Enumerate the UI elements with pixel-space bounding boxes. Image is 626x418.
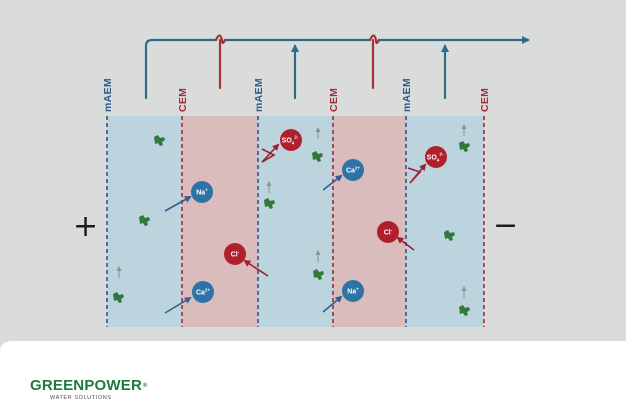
molecule-icon [139, 215, 150, 226]
header-bridge-2 [368, 34, 381, 45]
ion-label: Ca2+ [346, 166, 360, 175]
ion-label: Cl- [231, 250, 240, 259]
header-bridge-1 [214, 34, 227, 45]
ion-cl-1: Cl- [224, 243, 246, 265]
ion-circle [191, 181, 213, 203]
ion-circle [224, 243, 246, 265]
ion-na-1: Na+ [191, 181, 213, 203]
molecule-icon [154, 135, 165, 146]
ion-ca-2: Ca2+ [342, 159, 364, 181]
dilute-channel-3 [406, 116, 484, 327]
arrow-ca-2 [322, 174, 343, 191]
membrane-label-1: mAEM [102, 78, 114, 112]
molecule-icon [444, 230, 455, 241]
molecule-icon [312, 151, 323, 162]
membrane-label-6: CEM [479, 88, 491, 112]
ion-circle [425, 146, 447, 168]
molecule-icon [113, 292, 124, 303]
ion-so4-1: SO42- [280, 129, 302, 151]
organic-molecules [113, 135, 470, 316]
registered-mark: ® [143, 383, 148, 389]
water-flow-arrows [116, 124, 467, 298]
ion-circle [342, 280, 364, 302]
arrow-na-2 [322, 295, 343, 313]
product-header-pipe [144, 40, 528, 100]
channels [107, 116, 484, 327]
ion-circle [280, 129, 302, 151]
flow-pipes [144, 34, 528, 100]
ion-ca-1: Ca2+ [192, 281, 214, 303]
ions: Na+ Ca2+ Cl- SO42- Ca2+ Na+ [191, 129, 447, 303]
molecule-icon [459, 305, 470, 316]
membrane-labels: mAEM CEM mAEM CEM mAEM CEM [102, 78, 491, 112]
arrow-ca-1 [164, 296, 192, 314]
membranes [106, 116, 485, 327]
ion-label: Na+ [347, 287, 359, 296]
ion-cl-2: Cl- [377, 221, 399, 243]
molecule-icon [264, 198, 275, 209]
ion-arrows [164, 143, 427, 314]
membrane-label-5: mAEM [401, 78, 413, 112]
dilute-channel-2 [258, 116, 333, 327]
arrow-so4-1 [261, 148, 276, 163]
anode-sign: + [73, 209, 98, 244]
ion-circle [192, 281, 214, 303]
ion-na-2: Na+ [342, 280, 364, 302]
ion-circle [377, 221, 399, 243]
molecule-icon [313, 269, 324, 280]
ion-label: SO42- [282, 135, 299, 146]
electrodes: + − [73, 208, 518, 244]
arrow-na-1 [164, 196, 192, 212]
footer-curve [0, 341, 626, 359]
logo-tagline: WATER SOLUTIONS [50, 395, 112, 401]
ion-circle [342, 159, 364, 181]
arrow-so4-1b [261, 143, 280, 163]
arrow-cl-2 [396, 236, 415, 251]
company-logo[interactable]: GREENPOWER® WATER SOLUTIONS [30, 377, 148, 402]
membrane-label-3: mAEM [253, 78, 265, 112]
arrow-so4-2b [409, 163, 427, 184]
ion-so4-2: SO42- [425, 146, 447, 168]
logo-brand: GREENPOWER® [30, 377, 148, 394]
cathode-sign: − [493, 208, 518, 243]
ion-label: Na+ [196, 188, 208, 197]
membrane-label-2: CEM [177, 88, 189, 112]
ion-label: Ca2+ [196, 288, 210, 297]
footer-band: GREENPOWER® WATER SOLUTIONS [0, 341, 626, 418]
arrow-cl-1 [243, 259, 269, 277]
ion-label: Cl- [384, 228, 393, 237]
ion-label: SO42- [427, 152, 444, 163]
membrane-label-4: CEM [328, 88, 340, 112]
molecule-icon [459, 141, 470, 152]
